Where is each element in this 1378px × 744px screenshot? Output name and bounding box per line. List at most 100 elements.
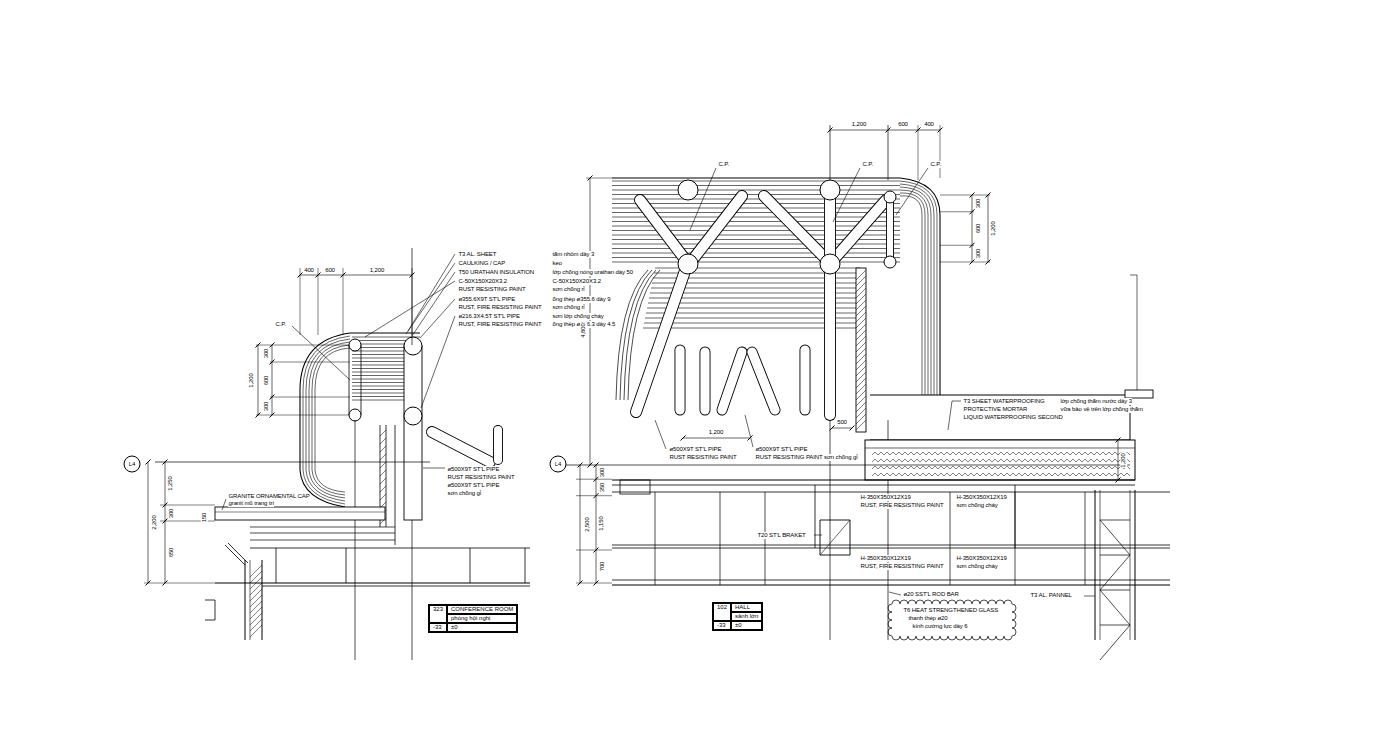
mullion-line [720, 492, 721, 585]
panel-line [386, 425, 387, 527]
dimension-text: 300 [168, 508, 175, 519]
beam-line [612, 548, 1170, 549]
pipe-body [764, 196, 825, 258]
hatch-line [856, 270, 866, 280]
hatch-line [250, 565, 262, 577]
extension-line [576, 479, 612, 480]
sheet-line [612, 253, 900, 254]
dimension-text: 600 [325, 267, 336, 274]
hatch-line [250, 583, 262, 595]
room-tag-text: HALL [731, 603, 762, 612]
dimension-tick [594, 463, 599, 468]
hatch-line [856, 378, 866, 388]
mullion-line [950, 492, 951, 585]
hatch-line [856, 306, 866, 316]
room-tag-text: phòng hội nghị [447, 614, 517, 623]
dimension-text: 1,250 [167, 476, 174, 492]
leader-line [292, 326, 350, 380]
dimension-tick [163, 503, 168, 508]
callout-text: sơn chống rỉ [552, 286, 585, 293]
leader-line [690, 168, 716, 230]
slab-line [250, 548, 530, 549]
hatch-line [250, 619, 262, 631]
callout-text: GRANITE ORNAMENTAL CAP [228, 493, 310, 500]
sheet-line [612, 262, 900, 263]
leader-line [406, 263, 455, 334]
dimension-tick [163, 519, 168, 524]
pipe-elevation [404, 346, 422, 520]
pipe-outline [636, 268, 686, 412]
hatch-line [856, 312, 866, 322]
callout-text: ø500X9T ST'L PIPE [755, 446, 808, 453]
hatch-line [856, 366, 866, 376]
slab-line [250, 540, 395, 541]
room-tag-text: 102 [713, 603, 731, 621]
truss-line [1100, 555, 1130, 590]
callout-text: RUST, FIRE RESISTING PAINT [458, 321, 542, 328]
leader-line [420, 299, 455, 338]
hatch-line [856, 276, 866, 286]
hatch-line [856, 372, 866, 382]
dimension-tick [594, 493, 599, 498]
pipe-outline [361, 345, 362, 415]
pipe-outline [694, 196, 742, 258]
leader-line [222, 499, 226, 510]
pipe-outline [640, 200, 684, 258]
extension-line [918, 125, 919, 180]
curved-sheet [300, 333, 350, 507]
column-section [856, 268, 866, 432]
pipe-body [636, 268, 686, 412]
pipe-outline [824, 190, 836, 415]
room-tag-text: -33 [713, 621, 731, 630]
callout-text: sơn lớp chống cháy [552, 313, 604, 320]
dimension-text: 1,200 [248, 372, 255, 388]
truss-line [1135, 490, 1136, 640]
callout-text: LIQUID WATERPROOFING SECOND [963, 414, 1063, 421]
callout-text: RUST, FIRE RESISTING PAINT [860, 502, 944, 509]
pipe-outline [675, 350, 686, 410]
extension-line [270, 362, 350, 363]
callout-text: C-50X150X20X3.2 [552, 278, 602, 285]
hatch-line [380, 430, 386, 436]
sheet-line [612, 199, 900, 200]
dimension-tick [146, 460, 151, 465]
hatch-line [856, 330, 866, 340]
truss-line [1095, 490, 1096, 640]
soil-line [865, 448, 1135, 449]
room-tag: 323CONFERENCE ROOMphòng hội nghị-33±0 [428, 604, 518, 633]
callout-text: H-350X350X12X19 [956, 494, 1007, 501]
axis-line [830, 420, 831, 640]
truss-line [1100, 520, 1130, 555]
extension-line [256, 415, 350, 416]
hatch-line [856, 318, 866, 328]
sheet-line [612, 190, 900, 191]
dimension-text: 600 [975, 223, 982, 234]
extension-line [144, 583, 215, 584]
callout-text: RUST, FIRE RESISTING PAINT [458, 304, 542, 311]
truss-line [1100, 490, 1101, 640]
pipe-body [825, 190, 835, 415]
extension-line [270, 397, 350, 398]
pipe-body [432, 432, 490, 462]
dimension-tick [256, 343, 261, 348]
callout-text: keo [552, 260, 562, 267]
callout-text: C.P. [930, 161, 942, 168]
pipe-outline [835, 200, 886, 258]
pipe-outline [700, 352, 711, 410]
room-tag-text: CONFERENCE ROOM [447, 605, 517, 614]
callout-text: C-50X150X20X3.2 [458, 278, 508, 285]
room-tag-text: 323 [429, 605, 447, 623]
gravel-pattern [872, 452, 1130, 455]
slab-line [612, 485, 1135, 486]
dimension-text: 600 [263, 375, 270, 386]
pipe-body [694, 196, 742, 258]
room-tag: 102HALLsảnh lớn-33±0 [712, 602, 763, 631]
hatch-line [856, 390, 866, 400]
hatch-line [380, 454, 386, 460]
curved-sheet [306, 339, 350, 501]
hatch-line [380, 470, 386, 476]
dimension-text: 300 [263, 401, 270, 412]
hatch-line [250, 607, 262, 619]
dimension-text: 700 [599, 561, 606, 572]
pipe-section [349, 409, 361, 421]
